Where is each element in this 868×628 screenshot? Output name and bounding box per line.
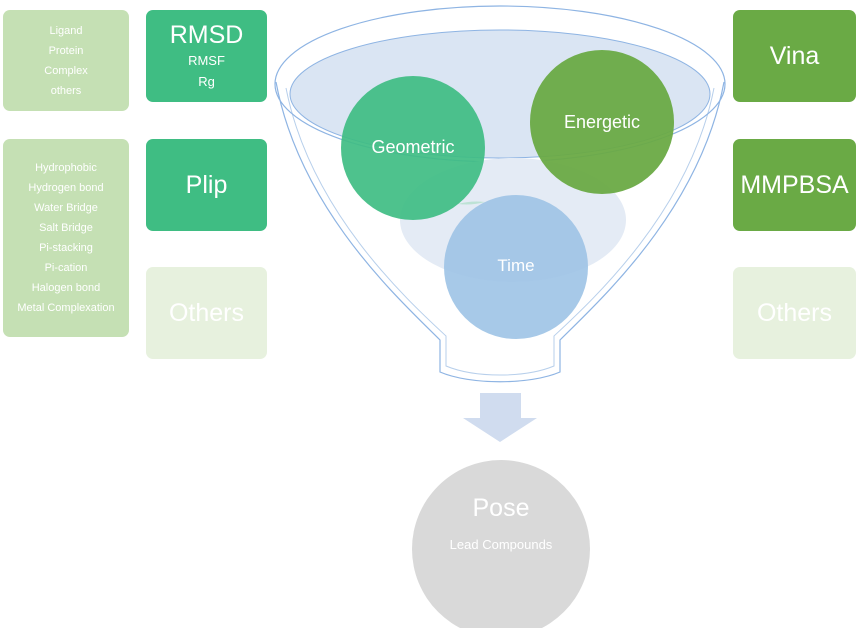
list-item: Pi-stacking (39, 242, 93, 254)
rmsd-box: RMSD RMSF Rg (146, 10, 267, 102)
geometric-circle (341, 76, 485, 220)
list-item: Protein (48, 44, 84, 57)
plip-box: Plip (146, 139, 267, 231)
list-item: Complex (44, 64, 88, 77)
list-item: Hydrophobic (35, 162, 97, 174)
geometric-others-box: Others (146, 267, 267, 359)
list-item: Salt Bridge (39, 222, 93, 234)
targets-list: Ligand Protein Complex others (3, 10, 129, 111)
pose-label: Pose (472, 494, 530, 522)
down-arrow-icon (463, 393, 537, 442)
energetic-others-box: Others (733, 267, 856, 359)
list-item: Ligand (49, 24, 83, 37)
mmpbsa-box: MMPBSA (733, 139, 856, 231)
time-label: Time (497, 256, 535, 275)
vina-box: Vina (733, 10, 856, 102)
geometric-label: Geometric (371, 137, 455, 157)
overlap-geometric-time (458, 201, 485, 205)
list-item: Halogen bond (31, 282, 101, 294)
geometric-others-title: Others (168, 298, 245, 327)
rmsd-title: RMSD (169, 21, 244, 49)
plip-title: Plip (185, 170, 228, 199)
time-circle (444, 195, 588, 339)
list-item: Hydrogen bond (28, 182, 104, 194)
interactions-list: Hydrophobic Hydrogen bond Water Bridge S… (3, 139, 129, 337)
rmsf-label: RMSF (188, 53, 225, 68)
mmpbsa-title: MMPBSA (740, 170, 849, 199)
list-item: Water Bridge (34, 202, 98, 214)
list-item: others (50, 84, 82, 97)
funnel-inner-line (285, 87, 715, 376)
energetic-label: Energetic (563, 112, 641, 132)
energetic-circle (530, 50, 674, 194)
list-item: Pi-cation (44, 262, 88, 274)
rg-label: Rg (198, 74, 215, 89)
lead-compounds-label: Lead Compounds (449, 537, 553, 552)
list-item: Metal Complexation (17, 302, 115, 314)
vina-title: Vina (769, 41, 820, 70)
energetic-others-title: Others (756, 298, 833, 327)
result-circle (412, 460, 590, 628)
